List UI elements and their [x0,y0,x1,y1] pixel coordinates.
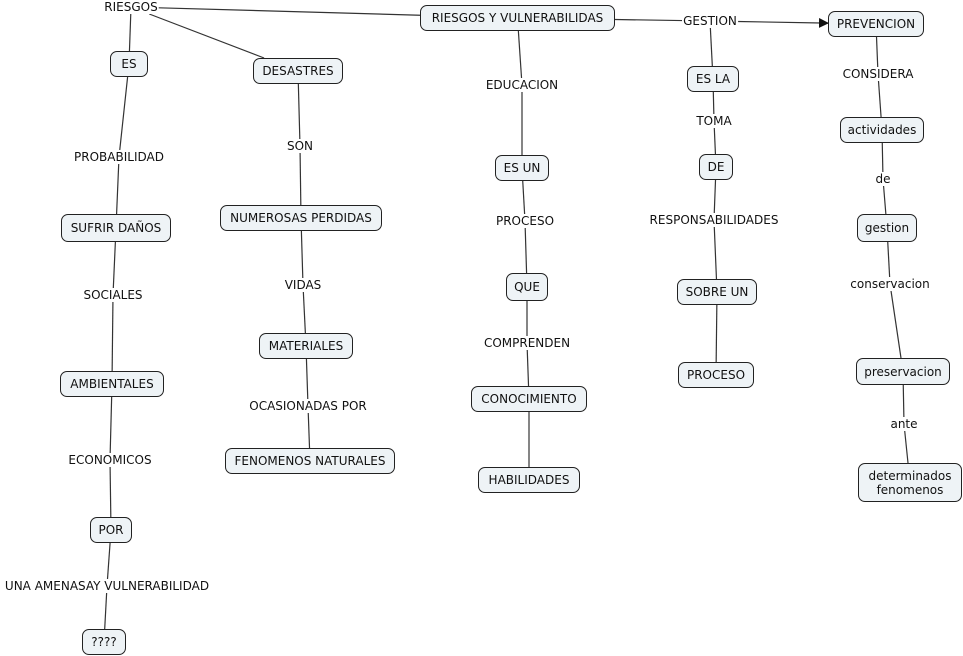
connection-por-amenasa [106,542,111,580]
connection-sociales-ambientales [111,301,114,372]
concept-fenomenos-naturales[interactable]: FENOMENOS NATURALES [225,448,395,474]
connection-gestion_lbl-es_la [709,27,713,67]
connection-materiales-ocasionadas [305,358,309,400]
link-proceso[interactable]: PROCESO [494,214,556,228]
concept-habilidades[interactable]: HABILIDADES [478,467,580,493]
connection-sufrir-sociales [112,241,116,289]
concept-desastres[interactable]: DESASTRES [253,58,343,84]
link-ante[interactable]: ante [889,417,919,431]
concept-actividades[interactable]: actividades [840,117,924,143]
concept-sufrir-danos[interactable]: SUFRIR DAÑOS [61,214,171,242]
concept-prevencion[interactable]: PREVENCION [828,11,924,37]
connection-economicos-por [109,466,112,518]
connection-preservacion-ante [902,384,905,418]
connection-es_la-toma [712,91,715,115]
connection-gestion_lbl-prevencion [737,17,829,28]
concept-materiales[interactable]: MATERIALES [259,333,353,359]
connection-probabilidad-sufrir [115,163,120,215]
connection-amenasa-q [104,592,108,630]
connection-actividades-de_lbl [881,142,884,173]
concept-sobre-un[interactable]: SOBRE UN [677,279,757,305]
connection-son-numerosas [299,152,302,206]
connection-de_lbl-gestion_node [882,185,887,215]
link-considera[interactable]: CONSIDERA [841,67,915,81]
link-comprenden[interactable]: COMPRENDEN [482,336,572,350]
connection-vidas-materiales [302,291,306,334]
connection-comprenden-conocimiento [526,349,530,387]
link-ocasionadas-por[interactable]: OCASIONADAS POR [248,399,368,413]
link-son[interactable]: SON [285,139,315,153]
link-gestion[interactable]: GESTION [682,14,738,28]
link-toma[interactable]: TOMA [695,114,733,128]
concept-es-un[interactable]: ES UN [495,155,549,181]
connection-considera-actividades [877,80,882,118]
link-conservacion[interactable]: conservacion [849,277,931,291]
connection-ocasionadas-fenomenos_nat [307,412,311,449]
connection-conservacion-preservacion [890,290,902,359]
concept-es[interactable]: ES [110,51,148,77]
concept-gestion[interactable]: gestion [857,214,917,242]
connection-ambientales-economicos [109,396,113,454]
link-vidas[interactable]: VIDAS [283,278,323,292]
connection-proceso_lbl-que [524,227,528,274]
connection-gestion_node-conservacion [887,241,891,278]
concept-numerosas-perdidas[interactable]: NUMEROSAS PERDIDAS [220,205,382,231]
concept-proceso[interactable]: PROCESO [678,362,754,388]
concept-riesgos-y-vulnerabilidas[interactable]: RIESGOS Y VULNERABILIDAS [420,5,615,31]
connection-sobre_un-proceso_node [715,304,718,363]
link-economicos[interactable]: ECONOMICOS [67,453,153,467]
link-educacion[interactable]: EDUCACION [484,78,560,92]
connection-riesgos-es [128,13,132,52]
connection-ante-determinados [904,430,909,464]
concept-que[interactable]: QUE [506,273,548,301]
concept-preservacion[interactable]: preservacion [856,358,950,385]
connection-prevencion-considera [875,36,879,68]
connection-es-probabilidad [119,76,129,151]
connection-de_node-responsabilidades [713,179,717,214]
connection-desastres-son [297,83,301,140]
concept-de[interactable]: DE [699,154,733,180]
connection-riesgos_vuln-riesgos [158,7,421,16]
connection-es_un-proceso_lbl [522,180,526,215]
link-riesgos[interactable]: RIESGOS [103,0,159,14]
link-una-amenasa-y-vulnerabilidad[interactable]: UNA AMENASAY VULNERABILIDAD [3,579,211,593]
link-responsabilidades[interactable]: RESPONSABILIDADES [648,213,780,227]
concept-conocimiento[interactable]: CONOCIMIENTO [471,386,587,412]
connection-riesgos_vuln-educacion [517,30,523,79]
connection-responsabilidades-sobre_un [713,226,718,280]
link-sociales[interactable]: SOCIALES [82,288,144,302]
concept-determinados-fenomenos[interactable]: determinados fenomenos [858,463,962,502]
connection-riesgos_vuln-gestion_lbl [614,18,683,22]
connection-riesgos-desastres [149,13,265,59]
concept-por[interactable]: POR [90,517,132,543]
connection-numerosas-vidas [300,230,304,279]
connection-toma-de_node [713,127,717,155]
concept-unknown[interactable]: ???? [82,629,126,655]
concept-ambientales[interactable]: AMBIENTALES [60,371,164,397]
link-probabilidad[interactable]: PROBABILIDAD [73,150,165,164]
link-de[interactable]: de [874,172,892,186]
concept-es-la[interactable]: ES LA [687,66,739,92]
